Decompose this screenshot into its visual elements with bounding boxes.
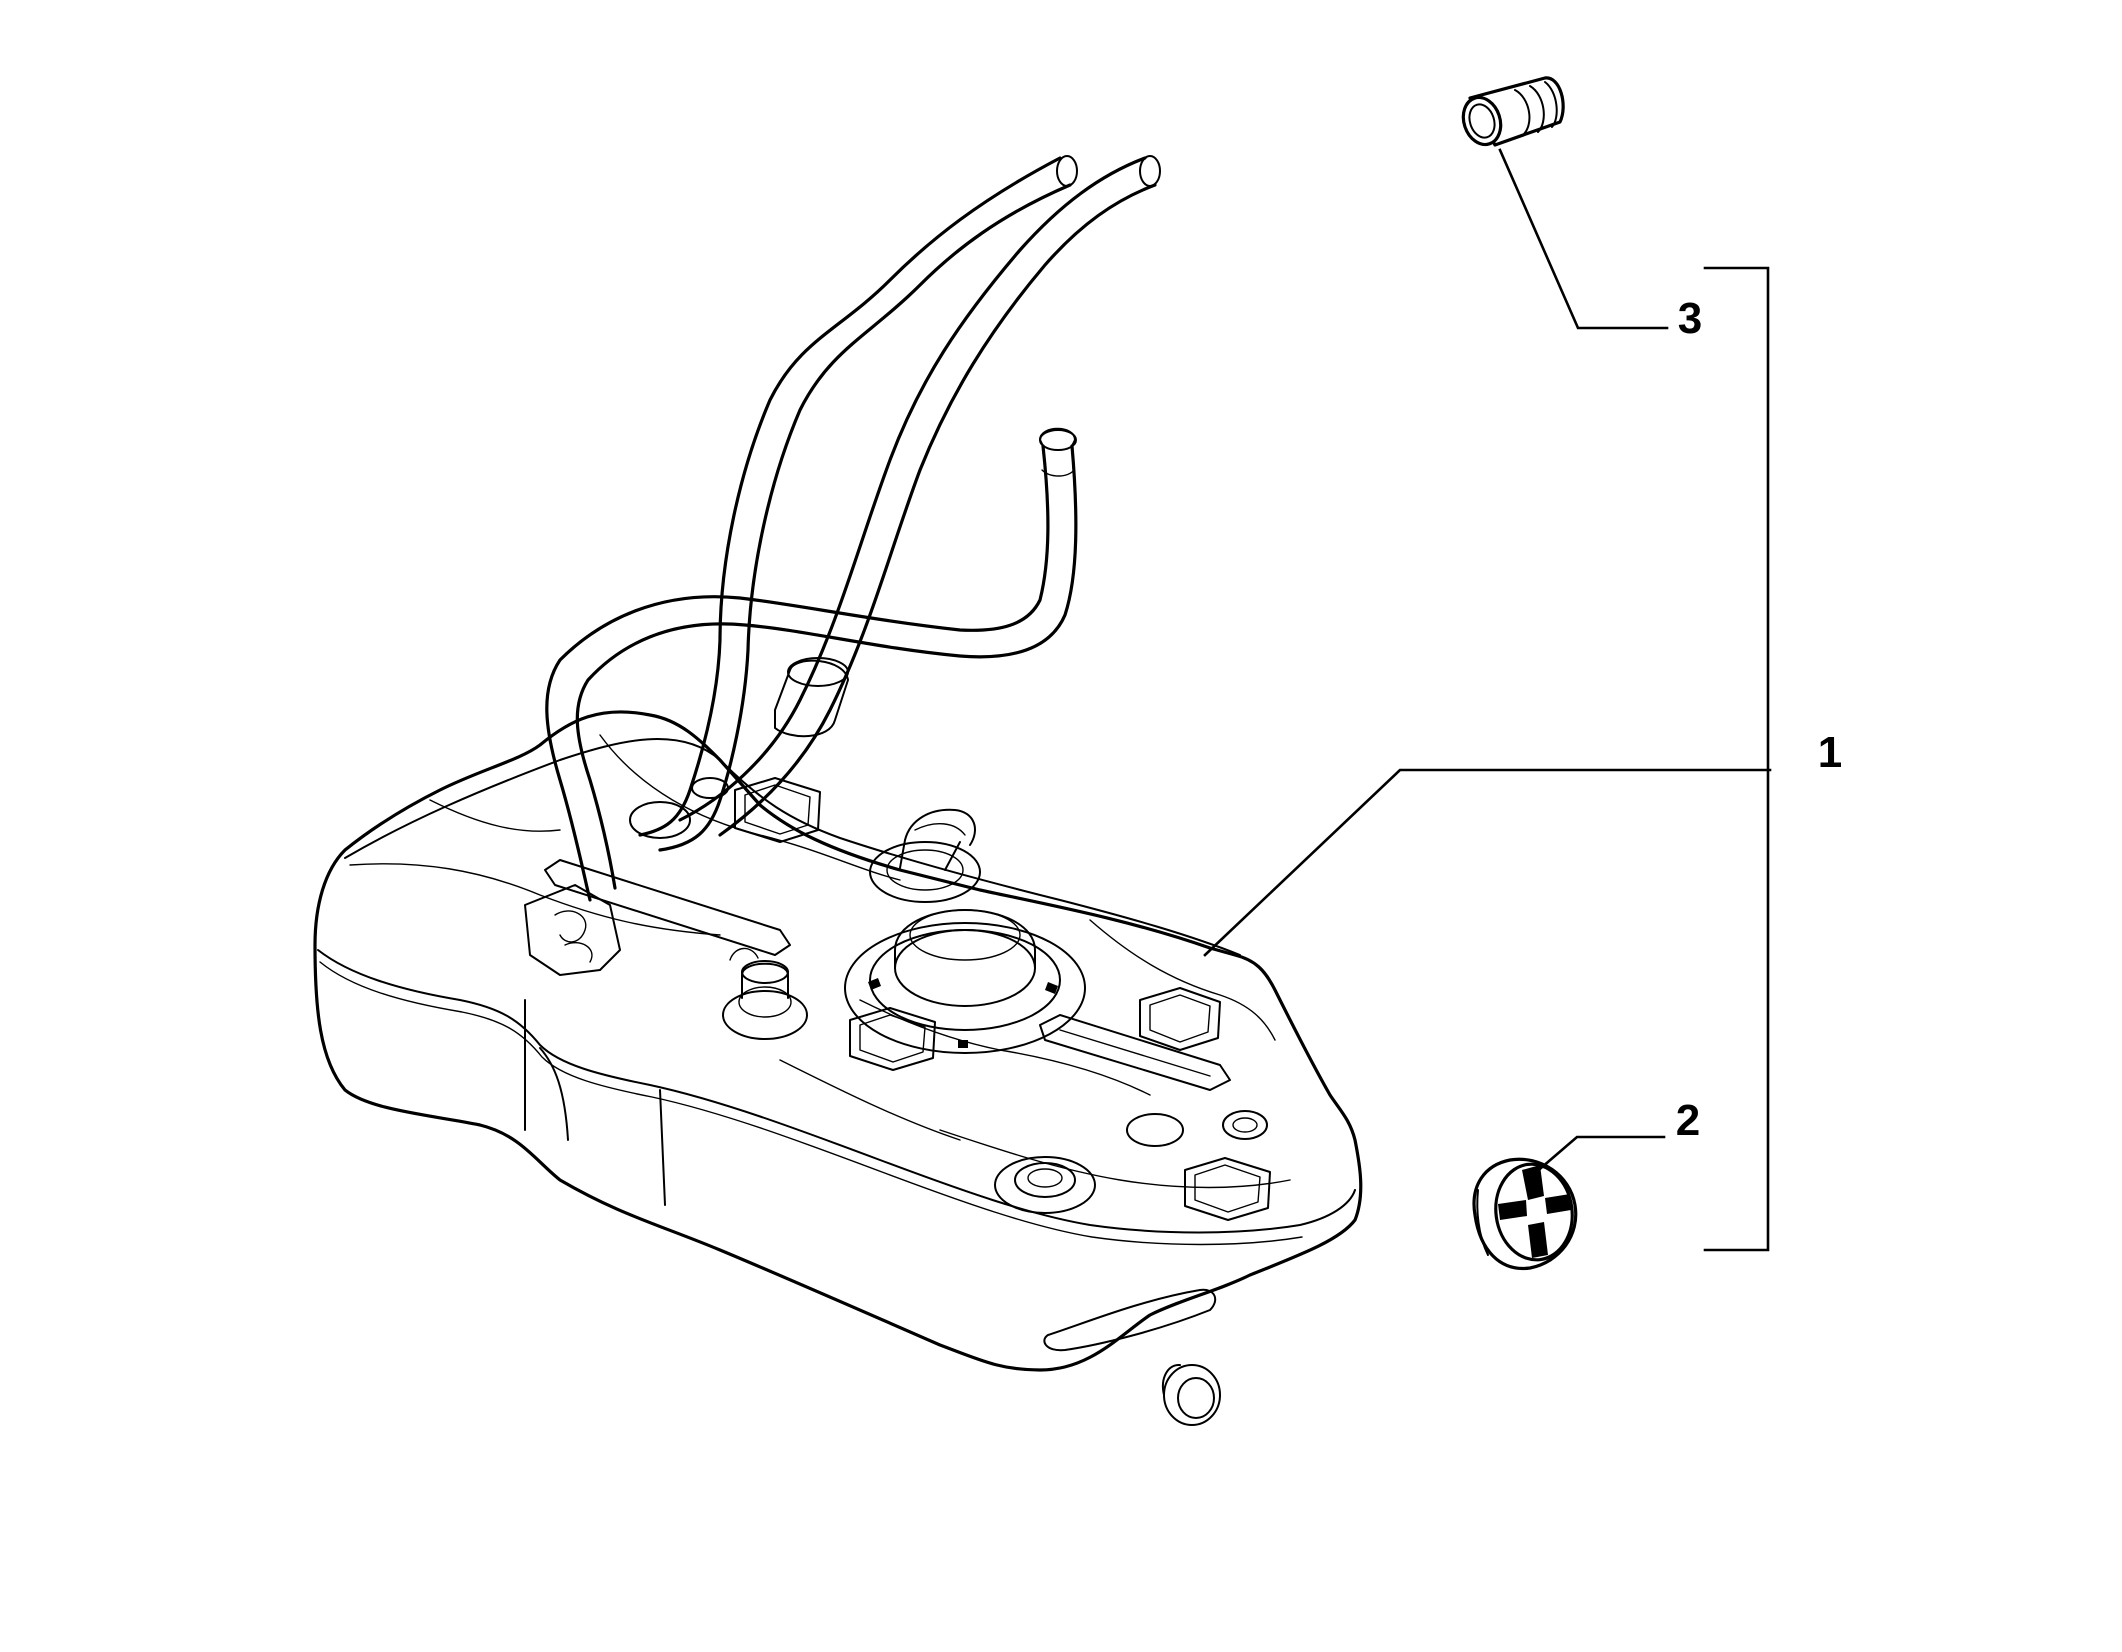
callout-label-1: 1 (1818, 728, 1842, 777)
tank-pad-3 (849, 1007, 936, 1071)
plug-body (1468, 76, 1565, 147)
pump-tab-1 (868, 978, 881, 990)
plug-ridge-3 (1544, 81, 1558, 128)
pump-module-ring-outer (844, 922, 1086, 1054)
tank-parting-line (317, 949, 1356, 1234)
lower-port-ring (994, 1156, 1096, 1214)
fuel-tank-outline (313, 710, 1363, 1372)
tank-pad-1 (734, 777, 821, 843)
pump-tab-2 (1045, 982, 1058, 994)
breather-hose-outer-edge (545, 444, 1050, 902)
lower-port (1014, 1162, 1076, 1198)
breather-hose-inner-edge (575, 444, 1078, 890)
vent-hose-inner-edge (658, 183, 1072, 852)
pump-module-cap-top (909, 909, 1021, 961)
sender-top (738, 986, 792, 1018)
tank-pad-3-inner (859, 1014, 926, 1063)
filler-collar-inner (886, 849, 964, 891)
plug[interactable] (1457, 76, 1565, 149)
tank-channel-right-inner (1059, 1029, 1211, 1077)
cap-grip-left (1498, 1200, 1527, 1220)
cap-edge (1476, 1189, 1489, 1256)
filler-hose-end (1139, 155, 1161, 187)
filler-hose-joint (899, 808, 976, 871)
plug-face (1461, 95, 1503, 147)
leader-2 (1525, 1135, 1666, 1182)
drain-boss-inner (1177, 1377, 1215, 1419)
tank-recess-4-inner (1232, 1117, 1258, 1133)
lower-port-inner (1027, 1168, 1063, 1188)
fuel-tank[interactable] (313, 657, 1363, 1426)
pump-tab-3 (958, 1040, 968, 1048)
tank-rib-5 (939, 1129, 1291, 1189)
tank-pad-4 (1184, 1157, 1271, 1221)
vent-hose-outer-edge (638, 156, 1062, 837)
tank-channel-right (1039, 1014, 1231, 1091)
tank-pad-4-inner (1194, 1164, 1261, 1213)
tank-rib-6 (779, 1059, 961, 1141)
filler-hose-inner-edge (718, 183, 1157, 837)
sender-base (722, 990, 808, 1040)
drain-boss-stub (1162, 1363, 1181, 1396)
tank-recess-3 (1126, 1113, 1184, 1147)
tank-rib-7 (859, 999, 1151, 1096)
filler-hose[interactable] (678, 155, 1161, 837)
tank-recess-1 (629, 801, 691, 839)
pump-module-cap-base (894, 929, 1036, 1007)
vent-hose-end (1056, 155, 1078, 187)
tank-mid-step (659, 1089, 666, 1206)
filler-collar-outer (869, 841, 981, 903)
drain-boss-outer (1163, 1364, 1221, 1426)
tank-parting-line-inner (319, 961, 1303, 1246)
cap-grip-right (1545, 1194, 1571, 1214)
vent-hose[interactable] (638, 155, 1078, 852)
tank-pad-1-inner (744, 784, 811, 835)
sender-wire (729, 947, 759, 961)
callout-label-3: 3 (1678, 294, 1702, 343)
leader-1 (1203, 768, 1772, 957)
cap-grip-bottom (1528, 1222, 1548, 1258)
hose-clip (524, 884, 621, 976)
tank-rib-4 (1089, 919, 1276, 1041)
breather-hose[interactable] (545, 427, 1078, 902)
cap[interactable] (1472, 1157, 1578, 1271)
group-bracket (1703, 266, 1770, 1252)
sender-cap (741, 960, 789, 984)
leader-lines (1203, 148, 1772, 1252)
tank-left-step (524, 999, 569, 1141)
callout-label-2: 2 (1676, 1096, 1700, 1145)
breather-hose-fitting-band (1041, 469, 1075, 477)
hose-clip-detail (554, 910, 593, 963)
tank-pad-2-inner (1149, 994, 1211, 1043)
plug-face-inner (1468, 103, 1496, 139)
tank-rib-2 (429, 799, 561, 832)
tank-side-recess (1043, 1288, 1217, 1352)
tank-channel-left (544, 859, 791, 956)
breather-hose-fitting-top (1039, 429, 1077, 451)
tank-pad-2 (1139, 987, 1221, 1051)
filler-hose-outer-edge (678, 156, 1147, 822)
plug-ridge-2 (1529, 85, 1545, 133)
tank-recess-4 (1222, 1110, 1268, 1140)
cap-grip-top (1522, 1165, 1544, 1200)
cap-rim (1472, 1157, 1578, 1271)
vent-neck (774, 659, 849, 738)
plug-ridge-1 (1514, 89, 1531, 137)
tank-crown-line (344, 738, 1241, 956)
tank-rib-3 (599, 734, 901, 881)
tank-rib-1 (349, 863, 721, 936)
cap-face (1494, 1162, 1574, 1262)
leader-3 (1498, 148, 1669, 330)
